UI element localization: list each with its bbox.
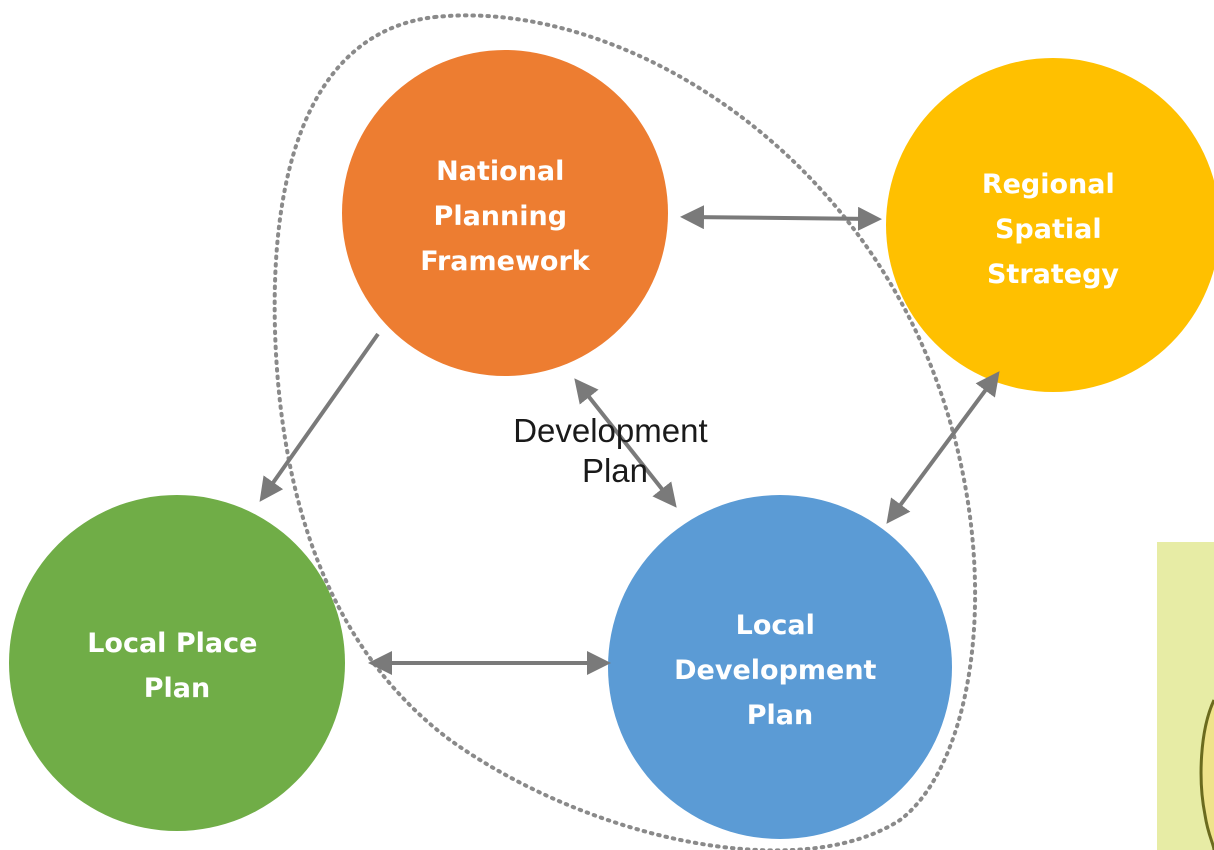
node-national-planning-framework: National Planning Framework [342, 50, 668, 376]
ldp-label-line-3: Plan [747, 700, 814, 731]
rss-circle [886, 58, 1214, 392]
node-local-place-plan: Local Place Plan [9, 495, 345, 831]
development-plan-label: Development Plan [513, 412, 717, 489]
arrow-rss-ldp [886, 371, 1000, 524]
rss-label-line-1: Regional [982, 169, 1115, 200]
rss-label-line-2: Spatial [995, 214, 1102, 245]
npf-label-line-2: Planning [434, 201, 568, 232]
arrow-npf-ldp [574, 378, 677, 508]
npf-circle [342, 50, 668, 376]
development-plan-boundary [272, 13, 978, 850]
node-regional-spatial-strategy: Regional Spatial Strategy [886, 58, 1214, 392]
node-local-development-plan: Local Development Plan [608, 495, 952, 839]
ldp-label-line-2: Development [674, 655, 876, 686]
ldp-label-line-1: Local [736, 610, 815, 641]
npf-label-line-1: National [436, 156, 564, 187]
corner-panel [1157, 542, 1214, 850]
development-plan-label-line-2: Plan [582, 452, 648, 489]
lpp-label-line-1: Local Place [87, 628, 257, 659]
svg-text:Local Place Plan: Local Place Plan [87, 628, 267, 704]
development-plan-label-line-1: Development [513, 412, 707, 449]
npf-label-line-3: Framework [420, 246, 591, 277]
arrow-npf-rss [680, 205, 882, 231]
rss-label-line-3: Strategy [987, 259, 1119, 290]
svg-text:National Planning: National Planning Framework [420, 156, 591, 277]
lpp-label-line-2: Plan [144, 673, 211, 704]
lpp-circle [9, 495, 345, 831]
svg-text:Regional Spatial S: Regional Spatial Strategy [982, 169, 1124, 290]
arrow-npf-lpp [259, 332, 380, 502]
ldp-circle [608, 495, 952, 839]
svg-text:Local Development: Local Development Plan [674, 610, 886, 731]
